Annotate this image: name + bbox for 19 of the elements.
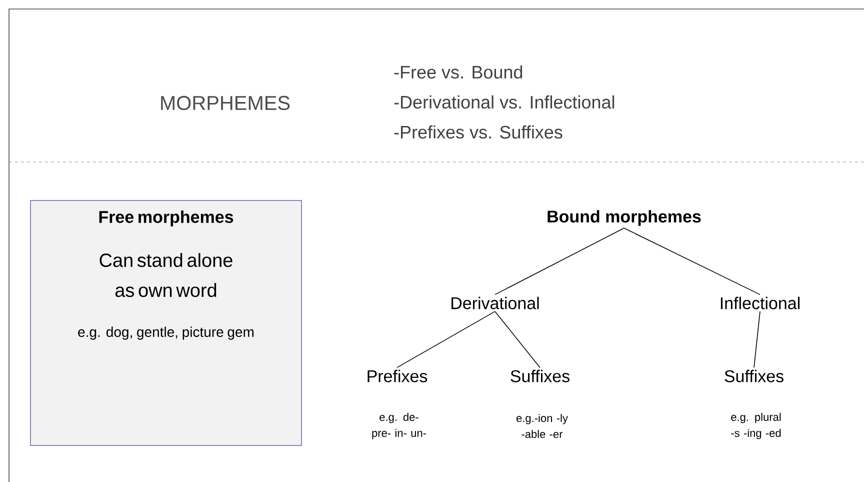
tree-label: Bound morphemes: [548, 210, 701, 226]
tree-line: [396, 311, 496, 368]
tree-line: [624, 228, 760, 295]
example-text: e.g.-ion -ly -able -er: [516, 414, 568, 438]
title: MORPHEMES: [161, 96, 290, 110]
tree-label: Suffixes: [724, 370, 784, 382]
bullet-text: -Prefixes vs. Suffixes: [394, 125, 562, 139]
bullet-text: -Derivational vs. Inflectional: [394, 95, 614, 109]
tree-label: Inflectional: [720, 296, 800, 310]
tree-label: Suffixes: [510, 370, 570, 382]
tree-line: [494, 228, 624, 295]
tree-label: Derivational: [452, 296, 539, 310]
example-text: e.g. plural -s -ing -ed: [731, 412, 781, 440]
tree-label: Prefixes: [368, 370, 428, 382]
example-text: e.g. de- pre- in- un-: [372, 412, 426, 440]
tree-line: [754, 311, 760, 368]
bullet-text: -Free vs. Bound: [394, 65, 522, 79]
definition-card: Free morphemes Can stand alone as own word e.g. dog, gentle, picture gem: [30, 200, 302, 446]
tree-line: [494, 311, 540, 368]
